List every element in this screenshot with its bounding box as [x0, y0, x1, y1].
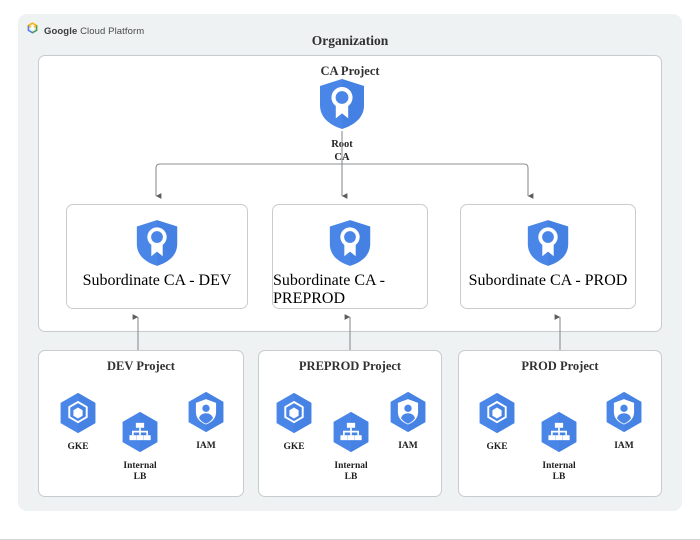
- preprod-internal-lb-node[interactable]: Internal LB: [329, 410, 373, 484]
- ca-project-title: CA Project: [320, 64, 380, 78]
- prod-iam-node[interactable]: IAM: [602, 390, 646, 452]
- dev-iam-label: IAM: [196, 441, 216, 451]
- root-ca-label: Root CA: [331, 139, 353, 163]
- dev-internal-lb-node[interactable]: Internal LB: [118, 410, 162, 484]
- subordinate-ca-dev-card[interactable]: Subordinate CA - DEV: [66, 204, 248, 309]
- subordinate-ca-prod-card[interactable]: Subordinate CA - PROD: [460, 204, 636, 309]
- certificate-authority-shield-icon: [318, 78, 366, 135]
- dev-project-card: DEV Project GKE: [38, 350, 244, 497]
- gke-hexagon-icon: [272, 391, 316, 440]
- dev-project-title: DEV Project: [107, 359, 175, 373]
- internal-load-balancer-hexagon-icon: [118, 410, 162, 459]
- certificate-authority-shield-icon: [328, 219, 372, 272]
- prod-internal-lb-label: Internal LB: [542, 461, 576, 483]
- prod-project-title: PROD Project: [521, 359, 599, 373]
- preprod-iam-node[interactable]: IAM: [386, 390, 430, 452]
- preprod-iam-label: IAM: [398, 441, 418, 451]
- preprod-gke-label: GKE: [283, 442, 305, 452]
- preprod-internal-lb-label: Internal LB: [334, 461, 368, 483]
- subordinate-ca-preprod-label: Subordinate CA - PREPROD: [273, 272, 385, 307]
- gke-hexagon-icon: [56, 391, 100, 440]
- certificate-authority-shield-icon: [526, 219, 570, 272]
- subordinate-ca-prod-label: Subordinate CA - PROD: [468, 272, 628, 289]
- prod-internal-lb-node[interactable]: Internal LB: [537, 410, 581, 484]
- internal-load-balancer-hexagon-icon: [537, 410, 581, 459]
- root-ca-node[interactable]: Root CA: [318, 78, 366, 165]
- prod-gke-node[interactable]: GKE: [475, 391, 519, 453]
- gke-hexagon-icon: [475, 391, 519, 440]
- preprod-project-card: PREPROD Project GKE: [258, 350, 442, 497]
- dev-gke-node[interactable]: GKE: [56, 391, 100, 453]
- prod-project-card: PROD Project GKE: [458, 350, 662, 497]
- internal-load-balancer-hexagon-icon: [329, 410, 373, 459]
- organization-title: Organization: [311, 33, 389, 48]
- preprod-gke-node[interactable]: GKE: [272, 391, 316, 453]
- brand-name-bold: Google: [44, 25, 78, 37]
- subordinate-ca-dev-label: Subordinate CA - DEV: [82, 272, 232, 289]
- prod-iam-label: IAM: [614, 441, 634, 451]
- brand-name: Google Cloud Platform: [44, 26, 144, 37]
- preprod-project-title: PREPROD Project: [298, 359, 402, 373]
- dev-gke-label: GKE: [67, 442, 89, 452]
- iam-hexagon-icon: [386, 390, 430, 439]
- brand-name-rest: Cloud Platform: [77, 25, 145, 37]
- prod-gke-label: GKE: [486, 442, 508, 452]
- dev-iam-node[interactable]: IAM: [184, 390, 228, 452]
- iam-hexagon-icon: [602, 390, 646, 439]
- dev-internal-lb-label: Internal LB: [123, 461, 157, 483]
- iam-hexagon-icon: [184, 390, 228, 439]
- certificate-authority-shield-icon: [135, 219, 179, 272]
- subordinate-ca-preprod-card[interactable]: Subordinate CA - PREPROD: [272, 204, 428, 309]
- google-cloud-hexagon-logo-icon: [26, 22, 39, 40]
- google-cloud-platform-brand: Google Cloud Platform: [26, 22, 144, 40]
